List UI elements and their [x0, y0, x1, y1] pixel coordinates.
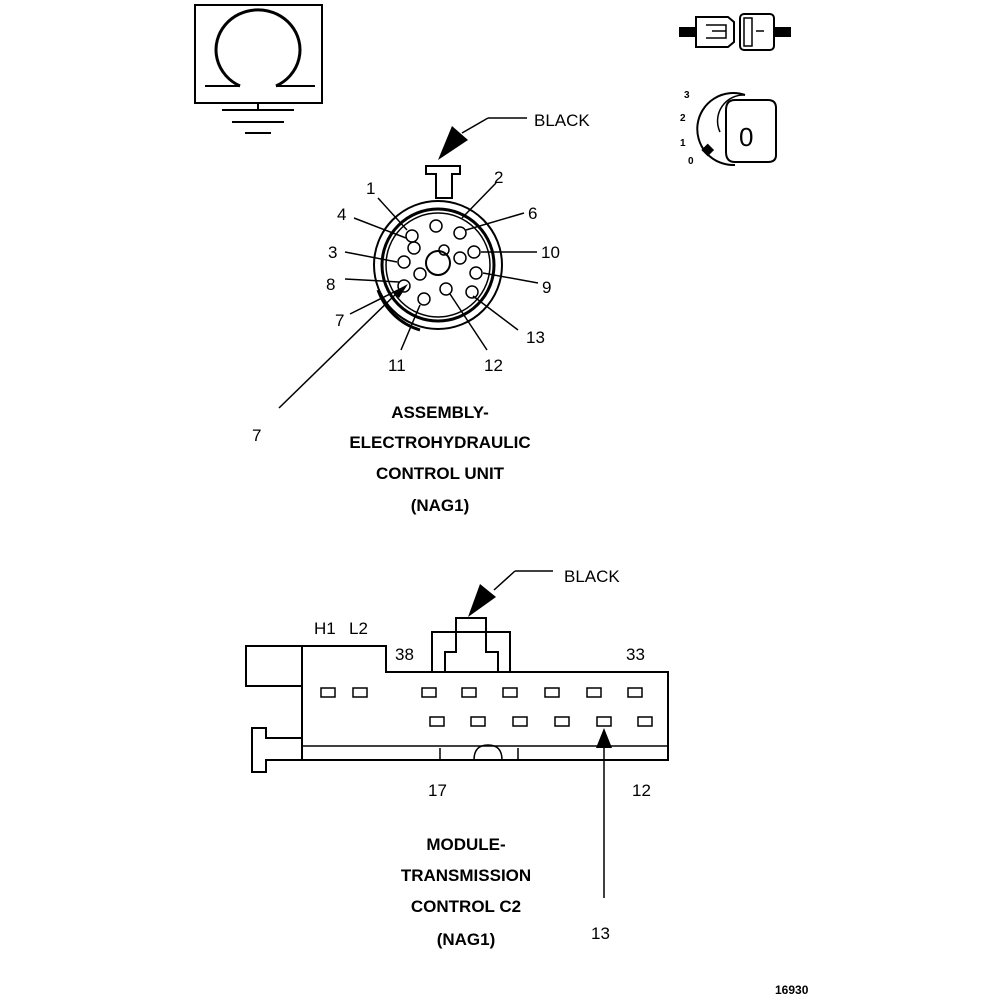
tcm-label-l2: L2	[349, 619, 368, 638]
tcm-label-12: 12	[632, 781, 651, 800]
tcm-callout-label: 13	[591, 924, 610, 943]
ecu-pin-2: 2	[494, 168, 503, 187]
rotary-position-icon: 3 2 1 0 0	[680, 90, 777, 167]
tcm-caption-line-1: MODULE-	[426, 835, 505, 854]
ecu-color-label: BLACK	[534, 111, 590, 130]
ecu-pin-1: 1	[366, 179, 375, 198]
ecu-pin-4: 4	[337, 205, 346, 224]
ecu-pin-11: 11	[388, 356, 406, 375]
position-label-1: 1	[680, 138, 686, 149]
tcm-label-38: 38	[395, 645, 414, 664]
position-value: 0	[739, 122, 753, 152]
ecu-caption-line-4: (NAG1)	[411, 496, 470, 515]
ecu-pin-10: 10	[541, 243, 560, 262]
ecu-caption-line-1: ASSEMBLY-	[391, 403, 489, 422]
ecu-callout-label: 7	[252, 426, 261, 445]
tcm-label-33: 33	[626, 645, 645, 664]
ecu-pin-7: 7	[335, 311, 344, 330]
tcm-color-label: BLACK	[564, 567, 620, 586]
tcm-caption-line-4: (NAG1)	[437, 930, 496, 949]
ecu-pin-3: 3	[328, 243, 337, 262]
connector-pair-icon	[679, 13, 791, 51]
ecu-connector: BLACK	[252, 111, 590, 515]
tcm-caption-line-2: TRANSMISSION	[401, 866, 531, 885]
position-label-0: 0	[688, 156, 694, 167]
ecu-pin-13: 13	[526, 328, 545, 347]
tcm-connector: BLACK	[245, 567, 669, 949]
ecu-caption-line-2: ELECTROHYDRAULIC	[349, 433, 530, 452]
tcm-label-h1: H1	[314, 619, 336, 638]
ground-symbol-icon	[194, 4, 323, 134]
ecu-pin-cavities	[397, 219, 483, 306]
tcm-row-1-cavities	[320, 687, 643, 698]
ecu-pin-6: 6	[528, 204, 537, 223]
ecu-pin-8: 8	[326, 275, 335, 294]
tcm-label-17: 17	[428, 781, 447, 800]
position-label-3: 3	[684, 90, 690, 101]
figure-number: 16930	[775, 983, 809, 997]
ecu-caption-line-3: CONTROL UNIT	[376, 464, 505, 483]
ecu-pin-9: 9	[542, 278, 551, 297]
tcm-caption-line-3: CONTROL C2	[411, 897, 521, 916]
tcm-row-2-cavities	[429, 716, 653, 727]
ecu-pin-12: 12	[484, 356, 503, 375]
position-label-2: 2	[680, 113, 686, 124]
